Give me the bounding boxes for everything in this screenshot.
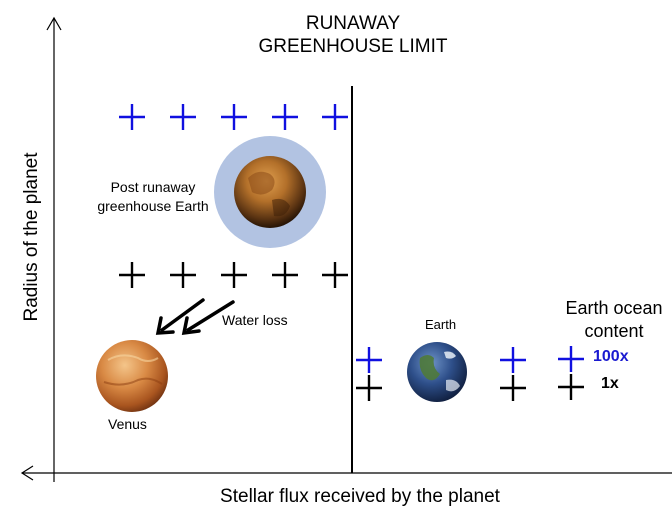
ocean-content-title: Earth ocean content: [565, 298, 663, 341]
y-axis-arrow: [46, 16, 62, 31]
arrow-icon: [160, 298, 205, 332]
post-runaway-earth: [214, 136, 326, 248]
right-blue-markers: [356, 346, 584, 373]
plus-marker: [119, 262, 145, 288]
plus-marker: [558, 346, 584, 372]
y-axis: [46, 16, 62, 482]
plus-marker: [356, 347, 382, 373]
plus-marker: [170, 262, 196, 288]
plus-marker: [221, 104, 247, 130]
plus-marker: [356, 375, 382, 401]
top-blue-markers: [119, 104, 348, 130]
plus-marker: [119, 104, 145, 130]
y-axis-title: Radius of the planet: [21, 152, 42, 322]
runaway-limit-label: RUNAWAY GREENHOUSE LIMIT: [258, 13, 448, 57]
venus: [96, 340, 168, 412]
ocean-100x-label: 100x: [593, 348, 629, 365]
venus-label: Venus: [108, 416, 147, 432]
plus-marker: [322, 104, 348, 130]
ocean-1x-label: 1x: [601, 375, 619, 392]
plus-marker: [500, 375, 526, 401]
plus-marker: [272, 104, 298, 130]
plus-marker: [170, 104, 196, 130]
post-runaway-earth-label: Post runaway greenhouse Earth: [97, 179, 209, 214]
plus-marker: [272, 262, 298, 288]
water-loss-label: Water loss: [222, 312, 288, 328]
venus-planet-icon: [96, 340, 168, 412]
plus-marker: [221, 262, 247, 288]
arrow-icon: [186, 300, 235, 332]
water-loss-arrows: [155, 298, 235, 336]
middle-black-markers: [119, 262, 348, 288]
plus-marker: [500, 347, 526, 373]
right-black-markers: [356, 374, 584, 401]
plus-marker: [322, 262, 348, 288]
plus-marker: [558, 374, 584, 400]
x-axis-title: Stellar flux received by the planet: [220, 486, 500, 507]
earth-label: Earth: [425, 317, 457, 332]
scorched-earth-planet-icon: [234, 156, 306, 228]
earth: [407, 342, 467, 402]
x-axis: [20, 465, 672, 481]
